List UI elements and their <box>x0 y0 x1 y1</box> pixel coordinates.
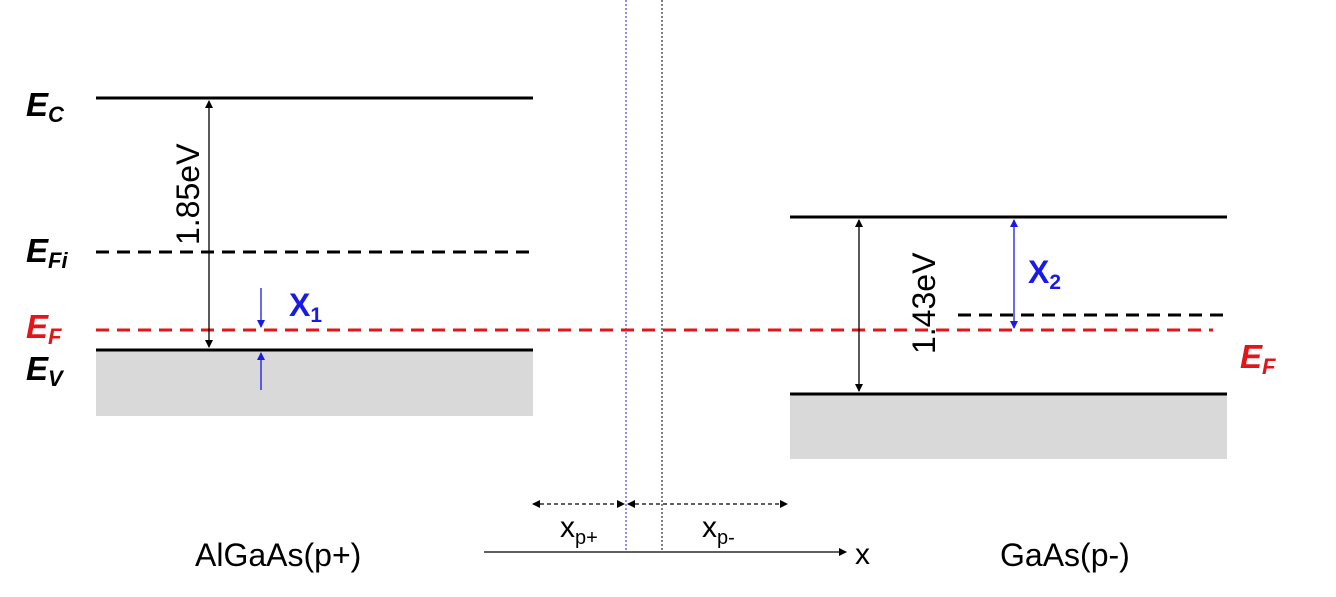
x1-label: X1 <box>289 287 322 327</box>
left-valence-fill <box>96 350 533 416</box>
right-valence-fill <box>790 394 1227 459</box>
left-gap-label: 1.85eV <box>170 143 206 245</box>
xp-plus-label: xp+ <box>560 511 598 549</box>
ef-label-left: EF <box>26 308 62 349</box>
xp-minus-label: xp- <box>702 511 735 549</box>
x2-label: X2 <box>1028 254 1061 294</box>
ef-label-right: EF <box>1240 338 1276 379</box>
right-gap-label: 1.43eV <box>906 252 942 354</box>
right-material-label: GaAs(p-) <box>1000 537 1130 573</box>
ec-label: EC <box>26 86 65 127</box>
efi-label: EFi <box>26 232 68 273</box>
x-axis-label: x <box>855 538 870 571</box>
ev-label: EV <box>26 350 65 391</box>
left-material-label: AlGaAs(p+) <box>195 537 361 573</box>
